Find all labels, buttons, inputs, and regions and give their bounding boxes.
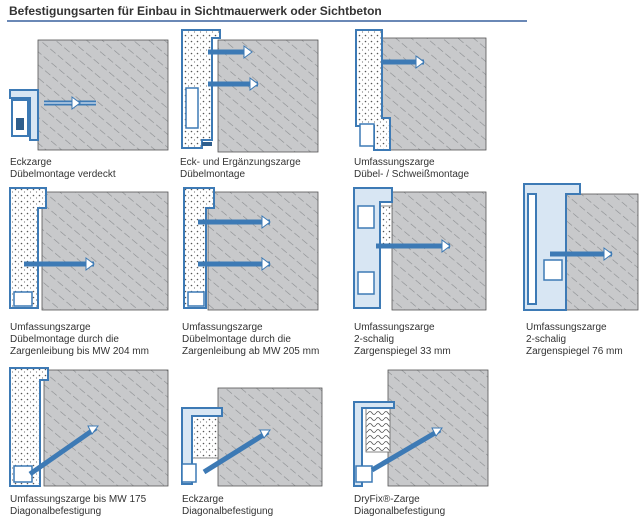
diagram-umfassung-204 <box>9 187 169 311</box>
figure-umfassung-schweiss <box>352 28 488 153</box>
caption-umfassung-schweiss: Umfassungszarge Dübel- / Schweißmontage <box>354 157 470 180</box>
diagram-zweischalig-76 <box>523 183 639 311</box>
figure-eckzarge-duebel <box>8 39 169 155</box>
figure-umfassung-204 <box>8 187 169 312</box>
caption-umfassung-205: Umfassungszarge Dübelmontage durch die Z… <box>182 322 320 357</box>
diagram-eckzarge-diag <box>181 387 323 487</box>
caption-zweischalig-76: Umfassungszarge 2-schalig Zargenspiegel … <box>526 322 623 357</box>
caption-zweischalig-33: Umfassungszarge 2-schalig Zargenspiegel … <box>354 322 451 357</box>
figure-eck-ergaenzung <box>178 28 319 153</box>
caption-dryfix-diag: DryFix®-Zarge Diagonalbefestigung <box>354 494 446 517</box>
diagram-dryfix-diag <box>353 369 489 487</box>
diagram-eckzarge-duebel <box>9 39 169 151</box>
figure-zweischalig-33 <box>352 187 487 312</box>
caption-eckzarge-diag: Eckzarge Diagonalbefestigung <box>182 494 274 517</box>
diagram-umfassung-schweiss <box>355 29 487 151</box>
diagram-umfassung-205 <box>183 187 319 311</box>
diagram-eck-ergaenzung <box>181 29 319 153</box>
diagram-zweischalig-33 <box>353 187 487 311</box>
caption-eck-ergaenzung: Eck- und Ergänzungszarge Dübelmontage <box>180 157 301 180</box>
figure-zweischalig-76 <box>522 183 639 312</box>
caption-eckzarge-duebel: Eckzarge Dübelmontage verdeckt <box>10 157 116 180</box>
diagram-umfassung-175-diag <box>9 367 169 487</box>
caption-umfassung-204: Umfassungszarge Dübelmontage durch die Z… <box>10 322 149 357</box>
figure-eckzarge-diag <box>178 387 323 488</box>
figure-dryfix-diag <box>352 368 489 488</box>
page-title: Befestigungsarten für Einbau in Sichtmau… <box>9 4 382 18</box>
title-underline <box>7 20 527 22</box>
figure-umfassung-205 <box>178 187 319 312</box>
figure-umfassung-175-diag <box>8 367 169 488</box>
title-bar: Befestigungsarten für Einbau in Sichtmau… <box>0 0 640 24</box>
caption-umfassung-175-diag: Umfassungszarge bis MW 175 Diagonalbefes… <box>10 494 147 517</box>
